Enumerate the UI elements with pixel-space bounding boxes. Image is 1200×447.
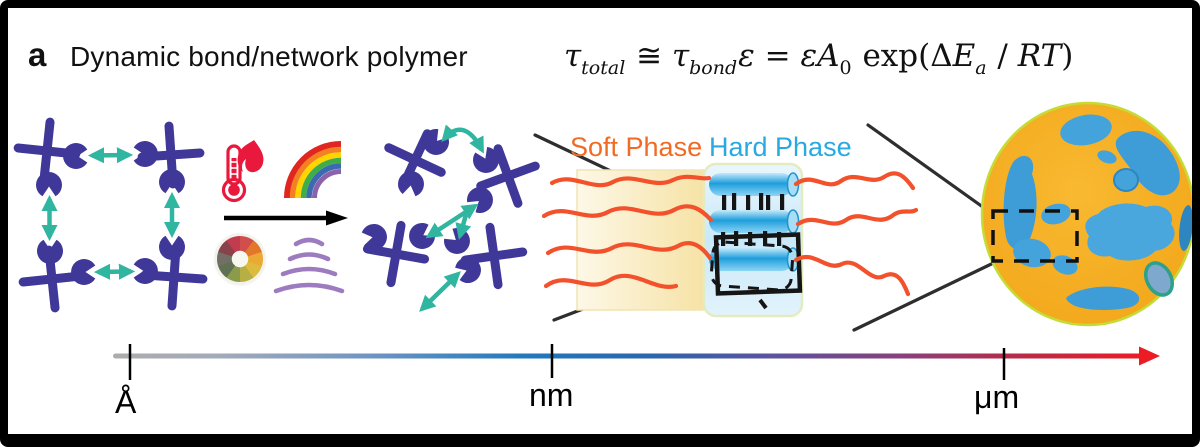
free-bond-arrows — [419, 124, 484, 312]
eq-term: τ — [564, 38, 582, 74]
soft-phase-label: Soft Phase — [570, 132, 703, 162]
sound-waves-icon — [273, 237, 345, 294]
scale-arrowhead — [1139, 346, 1160, 366]
unit-cell-dashed-outline — [709, 240, 795, 292]
phase-panel-illustration — [541, 162, 919, 318]
panel-letter: a — [28, 36, 47, 73]
bond-socket-icon — [63, 143, 88, 169]
hard-phase-region — [702, 162, 804, 318]
microsphere-illustration — [980, 101, 1192, 327]
figure-title: Dynamic bond/network polymer — [70, 41, 468, 72]
dissociated-network-illustration — [361, 121, 546, 312]
scale-gradient-bar — [113, 353, 1143, 359]
color-wheel-icon — [217, 236, 263, 282]
rainbow-icon — [284, 141, 342, 199]
unit-cell-outline — [713, 232, 803, 296]
stimuli-icons — [221, 140, 348, 294]
hard-phase-label: Hard Phase — [709, 132, 852, 162]
illustration-canvas — [8, 101, 1192, 380]
scale-ticks — [128, 344, 1006, 380]
zoom-region-dashed-box — [991, 209, 1079, 263]
arrhenius-equation: τtotal ≅ τbondε = εA0 exp(ΔEa / RT) — [564, 38, 1074, 79]
scale-label-nm: nm — [529, 377, 574, 413]
soft-phase-region — [576, 169, 708, 311]
hard-phase-cylinders — [709, 172, 800, 272]
intact-network-illustration — [15, 119, 205, 311]
polymer-chains — [541, 171, 919, 297]
thermometer-flame-icon — [221, 140, 264, 203]
scale-label-um: μm — [974, 379, 1020, 415]
length-scale-axis — [113, 344, 1160, 380]
scale-label-angstrom: Å — [115, 384, 137, 420]
dynamic-bond-arrows — [41, 147, 181, 280]
right-arrow-icon — [224, 210, 348, 226]
